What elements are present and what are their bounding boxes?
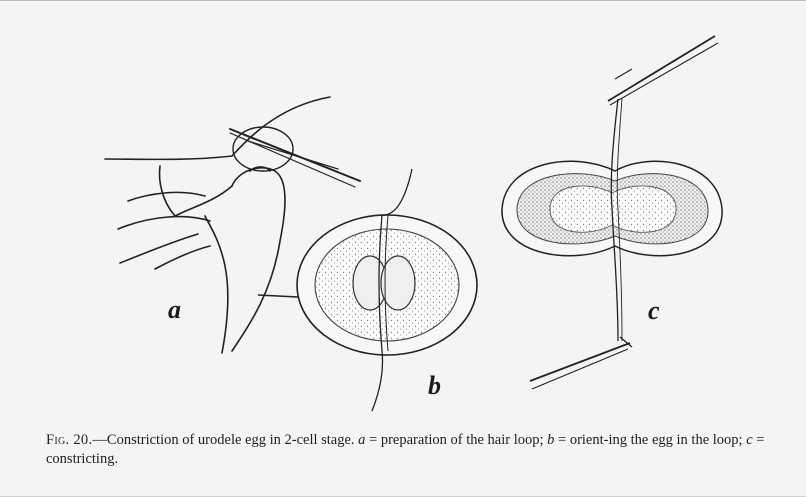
figure-caption: Fig. 20.—Constriction of urodele egg in … [46,431,786,469]
panel-label-b: b [428,373,441,399]
caption-text-a: = preparation of the hair loop; [369,432,543,448]
panel-c-egg-drawing [502,36,722,389]
panel-b-egg-drawing [258,169,477,411]
figure-illustration [0,1,806,421]
panel-label-a: a [168,297,181,323]
caption-text-b: = orient-ing the egg in the loop; [558,432,743,448]
caption-letter-a: a [358,432,365,448]
caption-letter-c: c [746,432,752,448]
caption-main-text: —Constriction of urodele egg in 2-cell s… [92,432,354,448]
panel-label-c: c [648,298,660,324]
figure-number: Fig. 20. [46,432,92,448]
caption-letter-b: b [547,432,554,448]
